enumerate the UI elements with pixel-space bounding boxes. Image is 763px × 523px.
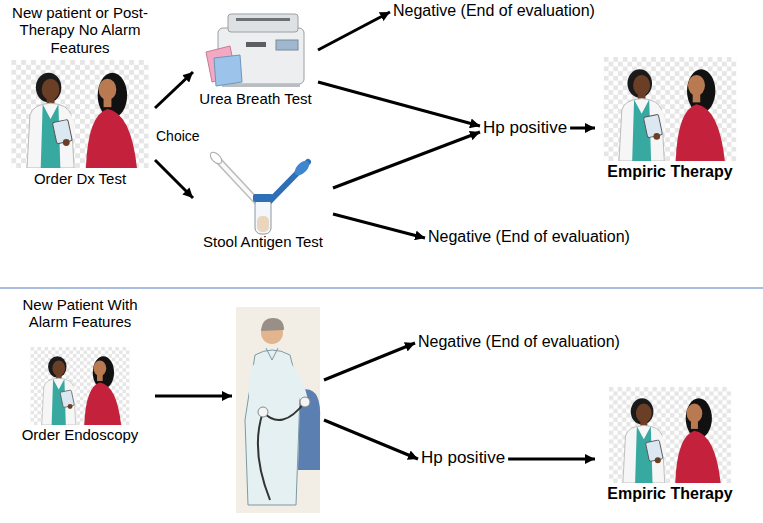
node-text: Empiric Therapy (607, 163, 732, 181)
node-text: Negative (End of evaluation) (418, 333, 620, 351)
flow-arrow (324, 343, 415, 380)
stool-test-kit-part (292, 158, 312, 178)
flow-arrow (324, 420, 418, 459)
picture-area (193, 10, 318, 90)
flow-arrow (318, 82, 480, 126)
picture-node: Empiric Therapy (595, 55, 745, 181)
result-node: Negative (End of evaluation) (425, 228, 633, 246)
node-text: Stool Antigen Test (203, 233, 323, 250)
endoscopy-picture-part (258, 412, 270, 500)
stool-test-kit-part (253, 194, 273, 202)
picture-node: New Patient With Alarm FeaturesOrder End… (5, 296, 155, 443)
doctor-patient-picture (30, 347, 129, 425)
heading-text: New patient or Post-Therapy No Alarm Fea… (5, 4, 155, 58)
flow-arrow (318, 12, 390, 50)
doctor-patient-picture (604, 57, 736, 161)
endoscopy-picture-part (261, 318, 284, 331)
breath-test-machine-part (246, 42, 266, 47)
flow-arrow (155, 72, 193, 108)
node-text: Negative (End of evaluation) (393, 2, 595, 20)
result-node: Negative (End of evaluation) (390, 2, 598, 20)
endoscopy-picture-part (285, 362, 304, 400)
result-node: Hp positive (480, 118, 570, 138)
result-node: Negative (End of evaluation) (415, 333, 623, 351)
node-text: Hp positive (483, 118, 567, 138)
stool-test-kit-part (257, 216, 269, 232)
picture-area (595, 55, 745, 163)
picture-area (5, 58, 155, 170)
breath-test-machine-part (228, 14, 298, 32)
picture-area (5, 346, 155, 426)
endoscopy-picture-part (266, 348, 278, 360)
endoscopy-picture-part (298, 389, 320, 470)
breath-test-machine (206, 14, 304, 87)
node-text: Urea Breath Test (199, 90, 311, 107)
endoscopy-picture-part (252, 368, 261, 409)
picture-node: Urea Breath Test (193, 10, 318, 107)
flow-arrow (570, 127, 595, 130)
endoscopy-picture-part (236, 307, 320, 513)
flow-arrow (333, 132, 480, 188)
stool-test-kit (208, 150, 312, 234)
picture-area (232, 305, 324, 515)
endoscopy-picture-part (300, 397, 310, 407)
result-node: Hp positive (418, 448, 508, 468)
picture-node: Stool Antigen Test (193, 148, 333, 250)
breath-test-machine-part (276, 40, 298, 50)
heading-text: New Patient With Alarm Features (5, 296, 155, 346)
choice-label: Choice (156, 128, 200, 144)
section-divider (0, 287, 763, 289)
stool-test-kit-part (208, 150, 224, 166)
picture-node (232, 305, 324, 515)
picture-node: Empiric Therapy (595, 385, 745, 503)
node-text: Order Endoscopy (22, 426, 139, 443)
picture-area (193, 148, 333, 233)
flow-arrow (155, 160, 193, 198)
doctor-patient-picture (609, 387, 731, 483)
picture-area (595, 385, 745, 485)
doctor-patient-picture (11, 60, 148, 168)
breath-test-machine-part (214, 55, 242, 86)
endoscopy-picture-part (258, 407, 268, 417)
picture-node: New patient or Post-Therapy No Alarm Fea… (5, 4, 155, 187)
node-text: Empiric Therapy (607, 485, 732, 503)
flow-arrow (333, 214, 425, 238)
endoscopy-picture (236, 307, 320, 513)
stool-test-kit-part (255, 198, 271, 234)
endoscopy-picture-part (263, 402, 305, 420)
flow-arrow (508, 458, 595, 461)
flow-arrow (155, 395, 232, 398)
breath-test-machine-part (236, 18, 290, 21)
breath-test-machine-part (222, 84, 300, 87)
node-text: Hp positive (421, 448, 505, 468)
node-text: Order Dx Test (34, 170, 126, 187)
node-text: Negative (End of evaluation) (428, 228, 630, 246)
